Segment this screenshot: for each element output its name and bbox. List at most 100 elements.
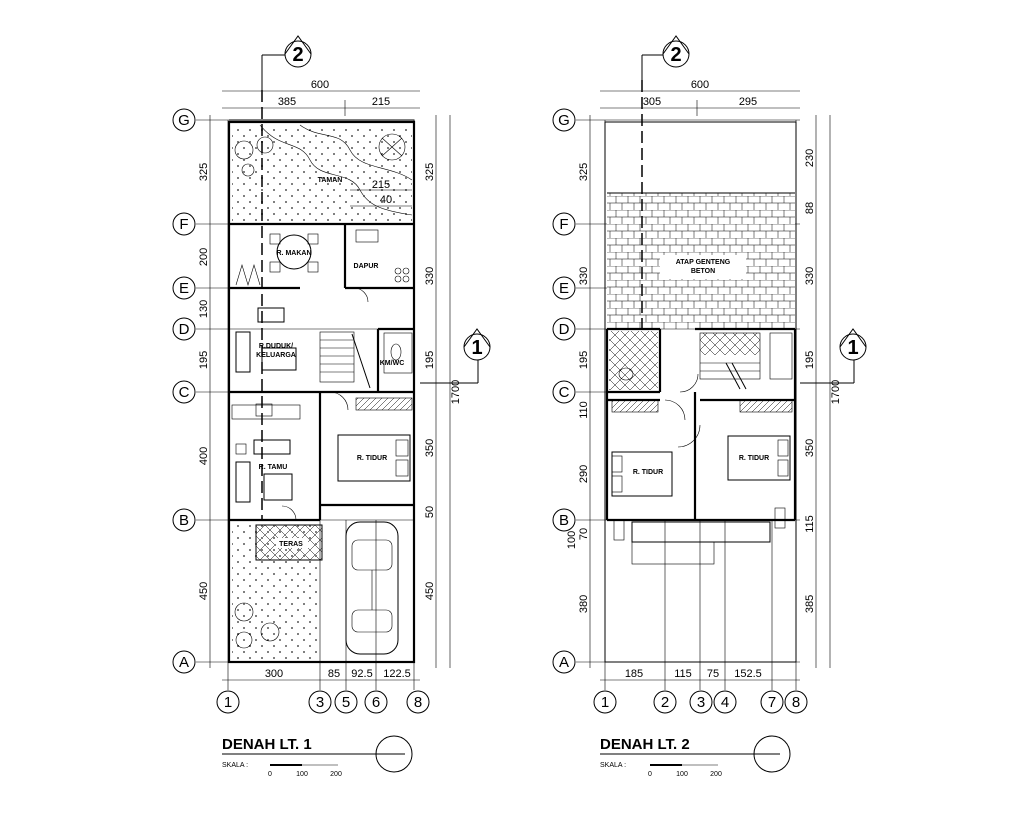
plan2-room-tidur-2: R. TIDUR [739,455,769,462]
plan2-grid-col-3: 3 [697,694,705,711]
plan1-grid-col-1: 1 [224,694,232,711]
plan-lt2: 2 1 [576,35,867,773]
plan1-room-dapur: DAPUR [354,263,379,270]
plan1-walls [227,119,416,664]
plan1-room-keluarga: KELUARGA [256,352,296,359]
plan1-sink-icon [355,229,379,243]
plan2-dim-bottom-1: 185 [625,668,643,680]
plan2-scale-tick-200: 200 [710,771,722,778]
plan2-dim-left-4: 110 [578,401,590,419]
plan1-dim-total-vertical: 1700 [450,380,462,404]
plan2-room-tidur-1: R. TIDUR [633,469,663,476]
plan2-section-marker-2 [641,35,690,330]
plan2-wardrobe-2 [739,399,793,413]
plan2-dim-right-5: 350 [804,439,816,457]
plan2-bed-icon-1 [611,451,673,497]
plan1-room-tamu: R. TAMU [259,464,288,471]
plan1-dim-inner-1: 215 [372,179,390,191]
plan1-grid-row-b: B [179,512,189,529]
plan2-grid-col-4: 4 [721,694,729,711]
plan2-toilet-icon [618,367,634,381]
plan1-dim-left-4: 195 [198,351,210,369]
plan2-section-label-1: 1 [847,337,858,359]
plan2-dim-top-total: 600 [691,79,709,91]
plan2-title: DENAH LT. 2 [600,736,690,753]
plan2-grid-row-g: G [558,112,570,129]
plan1-grid-row-c: C [179,384,190,401]
plan2-dim-left-7: 100 [566,531,578,549]
plan1-dim-left-6: 450 [198,582,210,600]
plan1-sofa-icon [231,307,301,420]
plan1-section-label-1: 1 [471,337,482,359]
plan1-tree-icon [234,136,274,177]
plan2-dim-bottom-2: 115 [674,668,692,680]
plan2-bath-hatch [609,331,658,390]
plan2-grid-row-e: E [559,280,569,297]
plan2-dim-right-7: 385 [804,595,816,613]
plan2-grid-col-8: 8 [792,694,800,711]
plan1-kmwc-box [383,332,413,374]
plan1-dim-left-1: 325 [198,163,210,181]
plan2-room-atap-1: ATAP GENTENG [676,259,731,266]
plan1-scale-bar [222,735,413,773]
plan1-dim-left-2: 200 [198,248,210,266]
plan2-dim-top-1: 305 [643,96,661,108]
plan1-grid-bubbles [172,108,430,714]
plan2-bed-icon-2 [727,435,791,481]
plan2-dim-right-4: 195 [804,351,816,369]
plan1-dim-right-6: 450 [424,582,436,600]
plan2-stairs [699,332,793,390]
plan1-room-teras: TERAS [279,541,303,548]
plan1-wardrobe [355,397,413,411]
plan1-title: DENAH LT. 1 [222,736,312,753]
plan-lt1: 2 1 [196,35,491,773]
plan1-dim-top-total: 600 [311,79,329,91]
plan1-guest-sofa-icon [235,439,293,503]
plan2-dim-top-2: 295 [739,96,757,108]
plan2-grid-col-2: 2 [661,694,669,711]
plan2-walls [605,327,797,522]
plan1-stove-icon [394,267,410,283]
plan2-scale-bar [600,735,791,773]
plan1-dim-left-3: 130 [198,300,210,318]
plan1-dim-right-2: 330 [424,267,436,285]
plan2-dim-left-6: 70 [578,528,590,540]
plan2-section-marker-1 [800,328,867,384]
plan1-stairs [319,331,371,389]
plan1-grid-col-3: 3 [316,694,324,711]
plan2-dim-left-3: 195 [578,351,590,369]
plan1-bed-icon [337,434,411,482]
plan1-dim-top-2: 215 [372,96,390,108]
plan1-dining-table-icon [269,233,319,273]
plan2-room-atap-2: BETON [691,268,715,275]
plan1-section-label-2: 2 [292,44,303,66]
plan2-grid-row-c: C [559,384,570,401]
plan2-dim-right-1: 230 [804,149,816,167]
plan2-scale-label: SKALA : [600,762,626,769]
plan1-dim-bottom-4: 122.5 [383,668,411,680]
plan2-wardrobe-1 [611,399,659,413]
plan2-dim-right-6: 115 [804,515,816,533]
plan2-grid-row-b: B [559,512,569,529]
plan1-scale-label: SKALA : [222,762,248,769]
plan1-room-tidur: R. TIDUR [357,455,387,462]
plan2-dim-bottom-3: 75 [707,668,719,680]
plan1-grid-col-8: 8 [414,694,422,711]
plan1-section-marker-2 [261,35,312,520]
plan1-dimension-lines [209,90,451,681]
plan2-balcony [613,507,786,565]
plan2-dim-left-2: 330 [578,267,590,285]
plan1-section-marker-1 [420,328,491,384]
plan1-car-icon [345,521,399,655]
plan2-grid-row-a: A [559,654,569,671]
plan2-dim-bottom-4: 152.5 [734,668,762,680]
plan1-dim-bottom-3: 92.5 [351,668,372,680]
plan1-grid-row-a: A [179,654,189,671]
plan1-toilet-icon [390,343,402,361]
plan2-dim-right-2: 88 [804,202,816,214]
plan2-scale-tick-0: 0 [648,771,652,778]
plan1-grid-row-g: G [178,112,190,129]
plan2-dim-right-3: 330 [804,267,816,285]
plan1-dim-right-4: 350 [424,439,436,457]
